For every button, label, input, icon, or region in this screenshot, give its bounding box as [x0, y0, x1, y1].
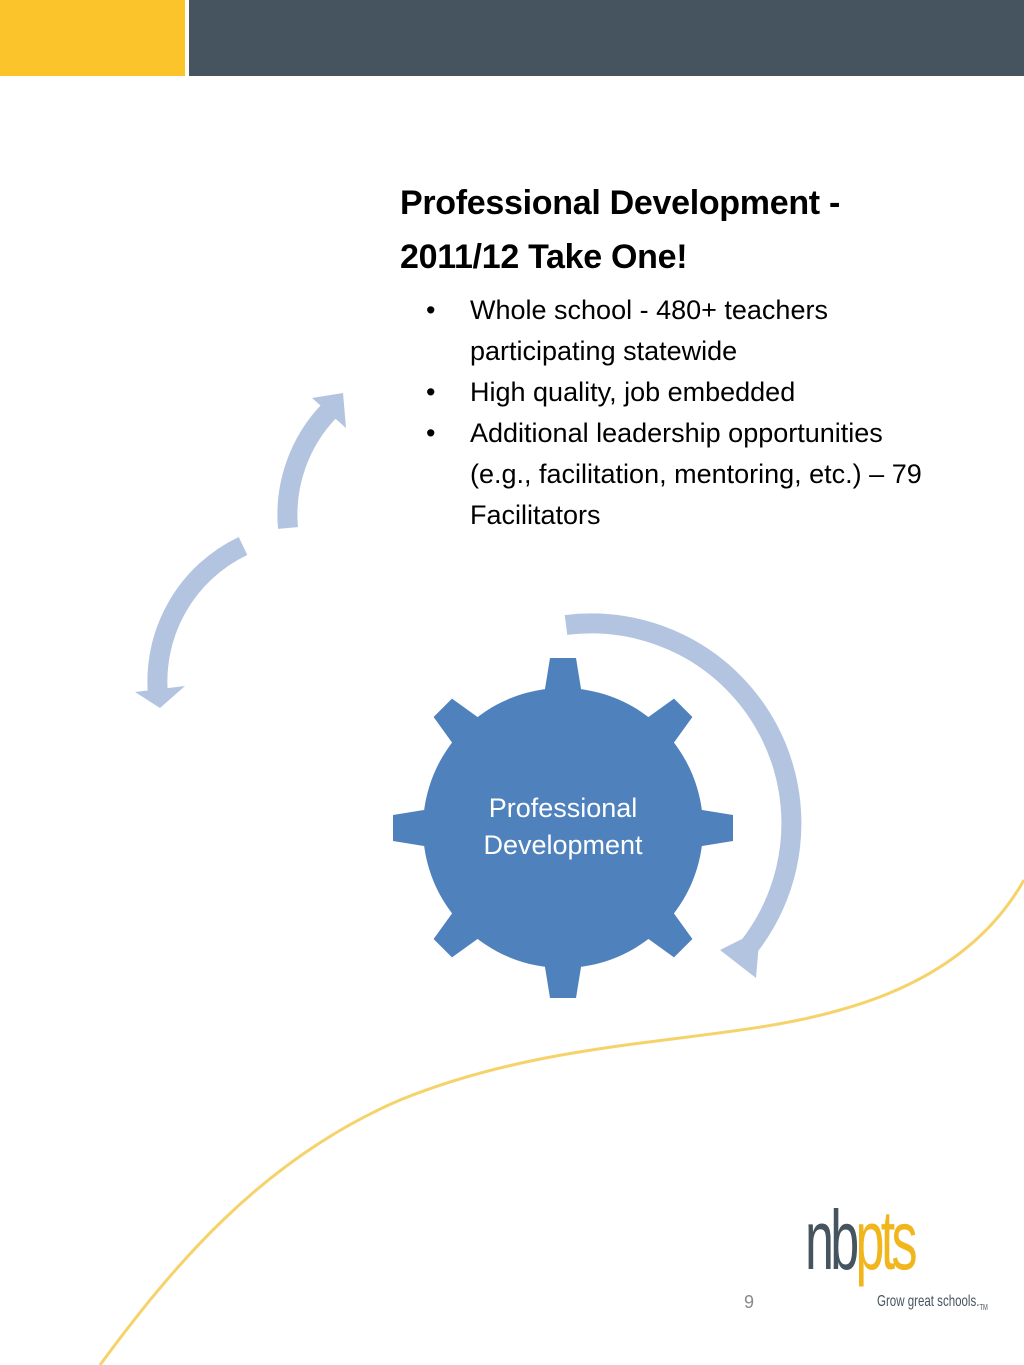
swoosh-curve: [98, 879, 1024, 1365]
logo-suffix: pts: [855, 1193, 917, 1287]
logo-wordmark: nbpts: [805, 1193, 918, 1287]
logo-tagline-text: Grow great schools.: [877, 1293, 980, 1310]
slide-title: Professional Development - 2011/12 Take …: [400, 184, 840, 276]
bullet-icon: •: [426, 418, 436, 448]
bullet-text: Additional leadership opportunities (e.g…: [470, 418, 922, 530]
bullet-icon: •: [426, 295, 436, 325]
curved-arrow-icon: [277, 403, 338, 529]
bullet-text: Whole school - 480+ teachers participati…: [470, 295, 828, 366]
bullet-icon: •: [426, 377, 436, 407]
logo-trademark: TM: [979, 1303, 988, 1313]
bullet-item: • Whole school - 480+ teachers participa…: [400, 290, 940, 372]
header-accent-bar: [0, 0, 185, 76]
curved-arrow-icon: [564, 613, 802, 962]
header-bar: [189, 0, 1024, 76]
text-content: Professional Development - 2011/12 Take …: [400, 176, 960, 536]
arrowhead-icon: [135, 686, 185, 708]
bullet-item: • Additional leadership opportunities (e…: [400, 413, 940, 536]
page-number: 9: [744, 1292, 755, 1312]
arrowhead-icon: [312, 393, 346, 428]
bullet-list: • Whole school - 480+ teachers participa…: [400, 290, 960, 536]
bullet-item: • High quality, job embedded: [400, 372, 940, 413]
bullet-text: High quality, job embedded: [470, 377, 796, 407]
curved-arrow-icon: [147, 536, 248, 696]
nbpts-logo: nbpts Grow great schools.TM: [805, 1195, 1005, 1325]
logo-prefix: nb: [805, 1193, 859, 1287]
logo-tagline: Grow great schools.TM: [877, 1293, 988, 1312]
gear-icon: [393, 658, 733, 998]
arrowhead-icon: [720, 930, 760, 978]
gear-label: Professional Development: [483, 793, 643, 860]
